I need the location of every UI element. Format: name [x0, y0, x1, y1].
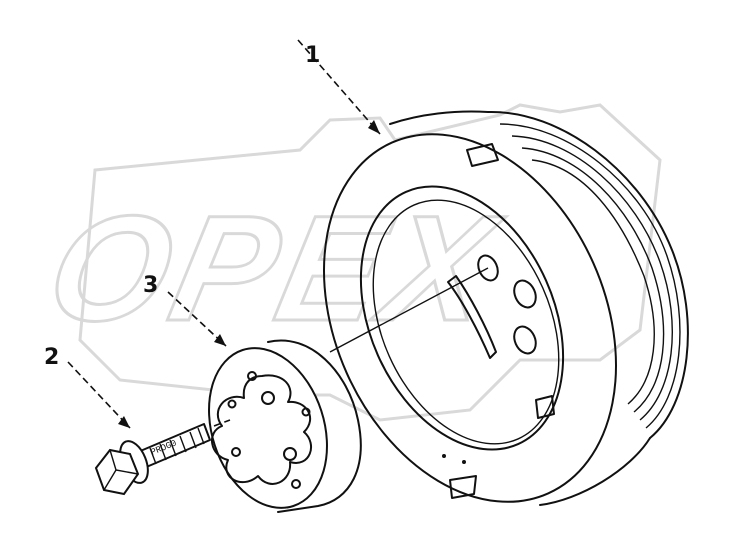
arrowhead-3 [214, 334, 226, 346]
callout-2: 2 [44, 345, 59, 370]
bolt: PROG0 [94, 423, 211, 496]
watermark: OPEX [34, 103, 662, 422]
callout-1: 1 [305, 43, 320, 68]
arrowhead-2 [118, 416, 130, 428]
watermark-text: OPEX [35, 186, 513, 353]
arrowhead-1 [368, 120, 380, 134]
callout-3: 3 [143, 273, 158, 298]
damper-pulley [323, 110, 689, 506]
spacer-washer [208, 339, 362, 513]
assembly-lines [67, 39, 489, 429]
